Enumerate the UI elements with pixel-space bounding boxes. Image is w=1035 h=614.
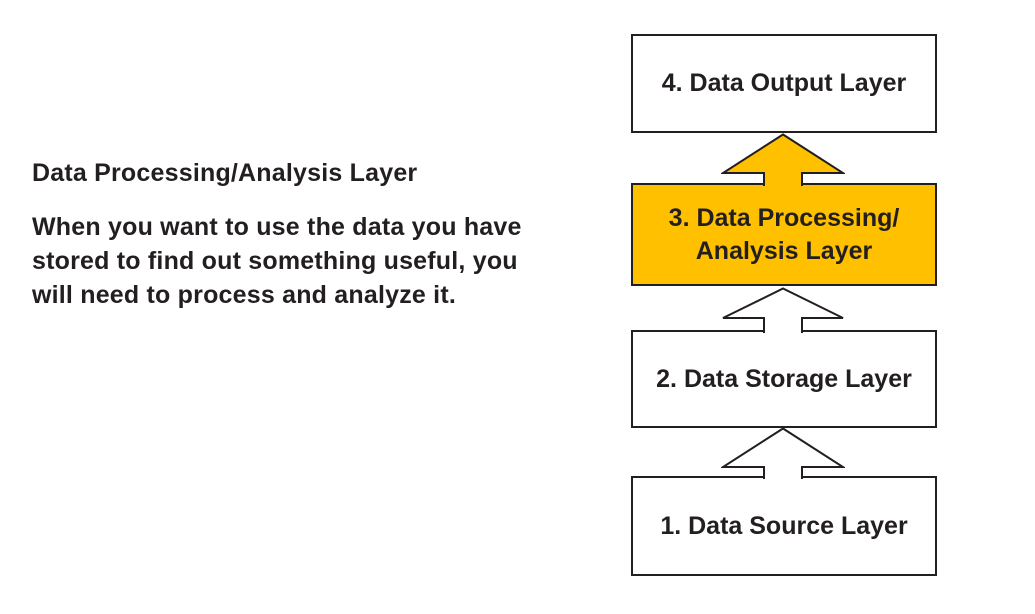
- body-line-3: will need to process and analyze it.: [32, 281, 456, 309]
- section-body: When you want to use the data you have s…: [32, 210, 598, 312]
- up-arrow-layer1-to-layer2-icon: [721, 427, 845, 479]
- body-line-1: When you want to use the data you have: [32, 213, 522, 241]
- box-data-source-layer: 1. Data Source Layer: [631, 476, 937, 576]
- description-panel: Data Processing/Analysis Layer When you …: [32, 158, 598, 312]
- up-arrow-highlighted-shape: [721, 133, 845, 186]
- box-label-data-processing-analysis-layer: 3. Data Processing/ Analysis Layer: [668, 203, 900, 265]
- up-arrow-layer3-to-layer4-icon: [721, 133, 845, 186]
- box-data-output-layer: 4. Data Output Layer: [631, 34, 937, 133]
- section-heading: Data Processing/Analysis Layer: [32, 159, 418, 187]
- up-arrow-layer2-to-layer3-icon: [722, 287, 844, 333]
- up-arrow-outline-shape: [722, 287, 844, 333]
- box-label-data-source-layer: 1. Data Source Layer: [660, 511, 908, 540]
- up-arrow-outline-shape: [721, 427, 845, 479]
- box-label-data-storage-layer: 2. Data Storage Layer: [656, 364, 912, 393]
- box-data-processing-analysis-layer: 3. Data Processing/ Analysis Layer: [631, 183, 937, 286]
- box-data-storage-layer: 2. Data Storage Layer: [631, 330, 937, 428]
- body-line-2: stored to find out something useful, you: [32, 247, 518, 275]
- box-label-data-output-layer: 4. Data Output Layer: [661, 69, 907, 97]
